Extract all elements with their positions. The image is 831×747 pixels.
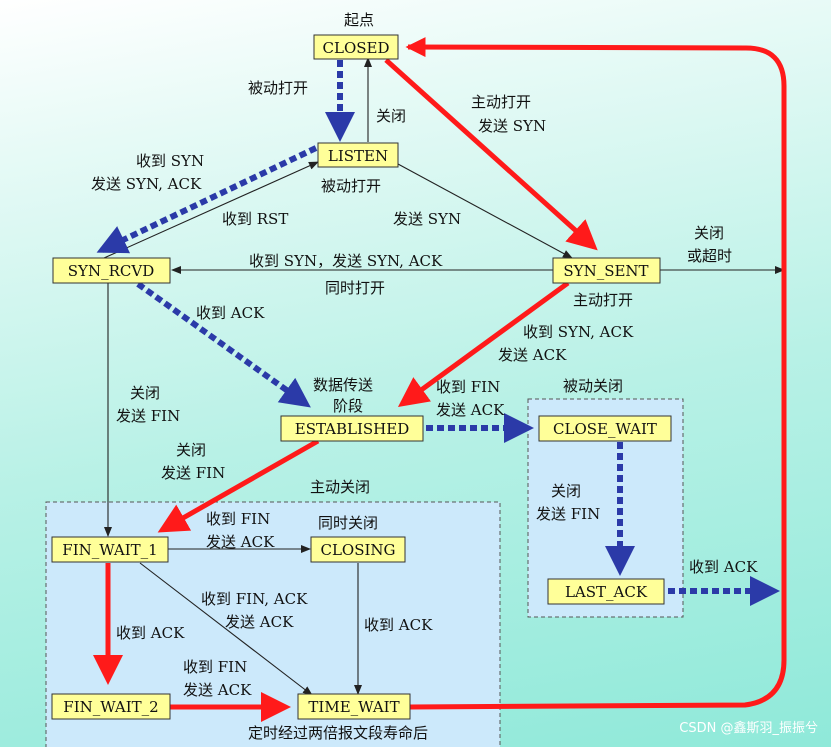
server-edge-listen-to-syn-rcvd [96, 145, 318, 254]
state-closed: CLOSED [313, 34, 399, 60]
svg-text:CLOSING: CLOSING [320, 541, 395, 559]
label-recv-fin-3: 收到 FIN [183, 658, 247, 676]
label-close-3: 关闭 [130, 384, 160, 402]
label-active-open-1: 主动打开 [471, 93, 531, 111]
label-send-syn-2: 发送 SYN [393, 210, 461, 228]
label-recv-syn: 收到 SYN [136, 152, 204, 170]
label-simultaneous-close: 同时关闭 [318, 514, 378, 532]
label-passive-open-2: 被动打开 [321, 177, 381, 195]
client-edge-closed-to-syn-sent [384, 58, 598, 251]
state-syn-rcvd: SYN_RCVD [52, 257, 171, 284]
edge-listen-to-syn-sent [397, 163, 573, 259]
label-send-ack-1: 发送 ACK [498, 346, 567, 364]
label-send-syn-1: 发送 SYN [478, 117, 546, 135]
server-edge-syn-rcvd-to-established [136, 281, 311, 408]
label-send-fin-2: 发送 FIN [161, 464, 225, 482]
label-recv-syn-ack: 收到 SYN, ACK [523, 323, 634, 341]
label-send-ack-3: 发送 ACK [206, 533, 275, 551]
label-send-ack-5: 发送 ACK [183, 681, 252, 699]
svg-text:FIN_WAIT_2: FIN_WAIT_2 [63, 698, 158, 716]
label-recv-ack-1: 收到 ACK [196, 304, 265, 322]
label-close-4: 关闭 [176, 441, 206, 459]
client-edge-syn-sent-to-established [397, 280, 570, 407]
label-close-2: 关闭 [694, 224, 724, 242]
label-send-syn-ack: 发送 SYN, ACK [91, 175, 202, 193]
label-send-ack-4: 发送 ACK [225, 613, 294, 631]
client-edge-established-to-fin-wait-1 [157, 438, 320, 533]
label-active-close: 主动关闭 [310, 478, 370, 496]
svg-text:CLOSED: CLOSED [323, 39, 390, 57]
label-active-open-2: 主动打开 [573, 291, 633, 309]
label-data-transfer-1: 数据传送 [313, 376, 373, 394]
label-recv-fin-1: 收到 FIN [436, 378, 500, 396]
label-passive-open-1: 被动打开 [248, 79, 308, 97]
label-timer: 定时经过两倍报文段寿命后 [248, 724, 428, 742]
label-recv-rst: 收到 RST [222, 210, 288, 228]
svg-text:TIME_WAIT: TIME_WAIT [308, 698, 399, 716]
state-syn-sent: SYN_SENT [552, 257, 661, 284]
svg-text:LAST_ACK: LAST_ACK [565, 583, 648, 601]
label-close-5: 关闭 [551, 482, 581, 500]
label-recv-fin-ack: 收到 FIN, ACK [201, 590, 308, 608]
label-recv-fin-2: 收到 FIN [206, 510, 270, 528]
state-fin-wait-2: FIN_WAIT_2 [51, 693, 171, 720]
svg-text:SYN_SENT: SYN_SENT [563, 262, 648, 280]
state-listen: LISTEN [317, 142, 399, 168]
svg-text:LISTEN: LISTEN [328, 147, 388, 165]
start-label: 起点 [344, 11, 374, 29]
state-last-ack: LAST_ACK [547, 578, 665, 605]
label-recv-ack-2: 收到 ACK [116, 624, 185, 642]
state-close-wait: CLOSE_WAIT [538, 415, 672, 442]
svg-text:SYN_RCVD: SYN_RCVD [68, 262, 154, 280]
label-simultaneous-open: 同时打开 [325, 279, 385, 297]
label-send-ack-2: 发送 ACK [436, 401, 505, 419]
svg-text:ESTABLISHED: ESTABLISHED [295, 420, 410, 438]
label-recv-ack-4: 收到 ACK [689, 558, 758, 576]
client-edge-time-wait-to-closed [405, 37, 787, 710]
state-closing: CLOSING [310, 536, 406, 563]
state-established: ESTABLISHED [280, 415, 424, 442]
label-data-transfer-2: 阶段 [333, 397, 363, 415]
edge-syn-rcvd-to-listen [103, 161, 319, 259]
label-passive-close: 被动关闭 [563, 377, 623, 395]
svg-text:FIN_WAIT_1: FIN_WAIT_1 [62, 541, 157, 559]
label-send-fin-1: 发送 FIN [116, 407, 180, 425]
state-time-wait: TIME_WAIT [297, 693, 411, 720]
watermark: CSDN @鑫斯羽_振振兮 [679, 720, 818, 736]
label-recv-syn-send-syn-ack: 收到 SYN，发送 SYN, ACK [249, 252, 443, 270]
svg-text:CLOSE_WAIT: CLOSE_WAIT [553, 420, 657, 438]
label-or-timeout: 或超时 [687, 247, 732, 265]
label-close-1: 关闭 [376, 107, 406, 125]
state-fin-wait-1: FIN_WAIT_1 [51, 536, 169, 563]
label-recv-ack-3: 收到 ACK [364, 616, 433, 634]
edge-fin-wait-1-to-time-wait [139, 562, 313, 696]
label-send-fin-3: 发送 FIN [536, 505, 600, 523]
